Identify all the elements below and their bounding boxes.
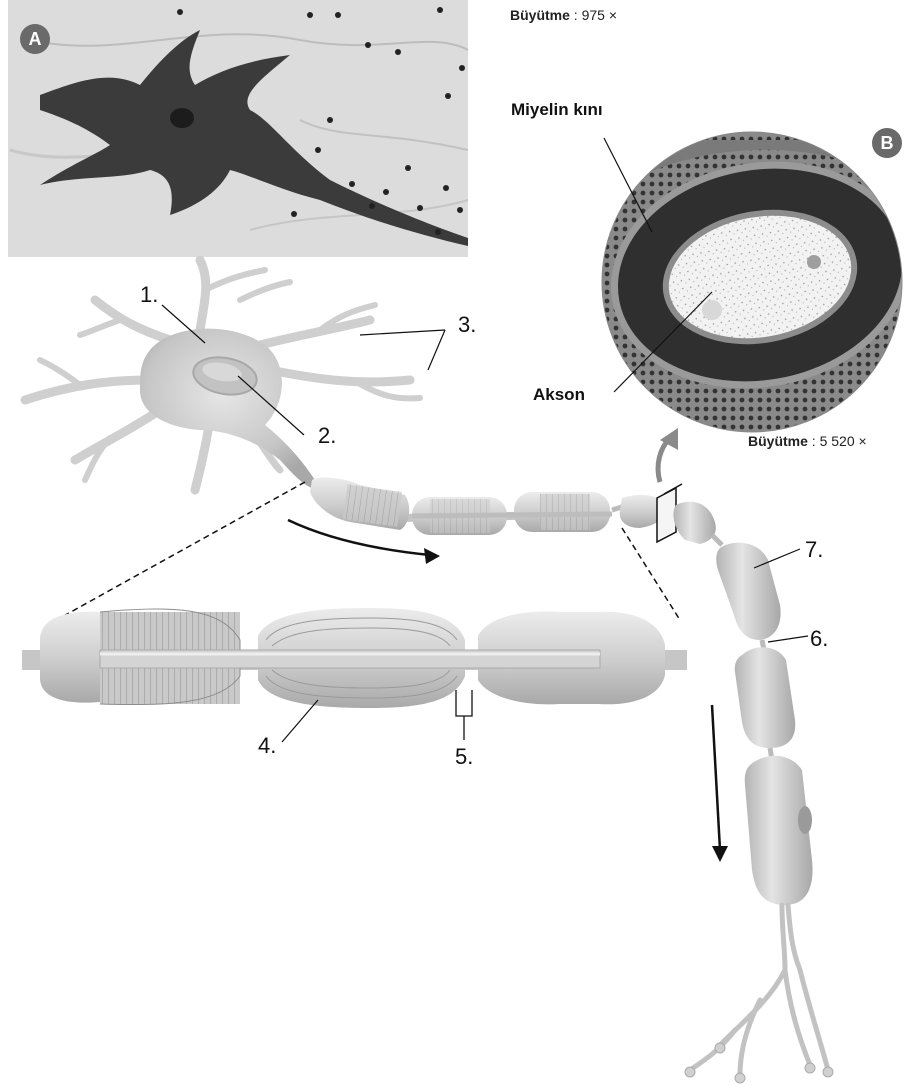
axon-label: Akson bbox=[533, 385, 585, 405]
label-5: 5. bbox=[455, 744, 473, 770]
magnification-value: : 975 × bbox=[574, 7, 617, 23]
panel-a-badge: A bbox=[20, 24, 50, 54]
panel-b-badge: B bbox=[872, 128, 902, 158]
magnification-label: Büyütme bbox=[510, 7, 570, 23]
label-1: 1. bbox=[140, 282, 158, 308]
panel-a-magnification: Büyütme : 975 × bbox=[510, 7, 617, 23]
label-4: 4. bbox=[258, 733, 276, 759]
label-2: 2. bbox=[318, 423, 336, 449]
panel-b-magnification: Büyütme : 5 520 × bbox=[748, 433, 867, 449]
label-6: 6. bbox=[810, 626, 828, 652]
electron-micrograph-panel-b bbox=[593, 132, 914, 432]
micrograph-panel-a bbox=[8, 0, 468, 257]
magnification-value: : 5 520 × bbox=[812, 433, 867, 449]
label-7: 7. bbox=[805, 537, 823, 563]
myelin-sheath-label: Miyelin kını bbox=[511, 100, 603, 120]
label-3: 3. bbox=[458, 312, 476, 338]
magnification-label: Büyütme bbox=[748, 433, 808, 449]
